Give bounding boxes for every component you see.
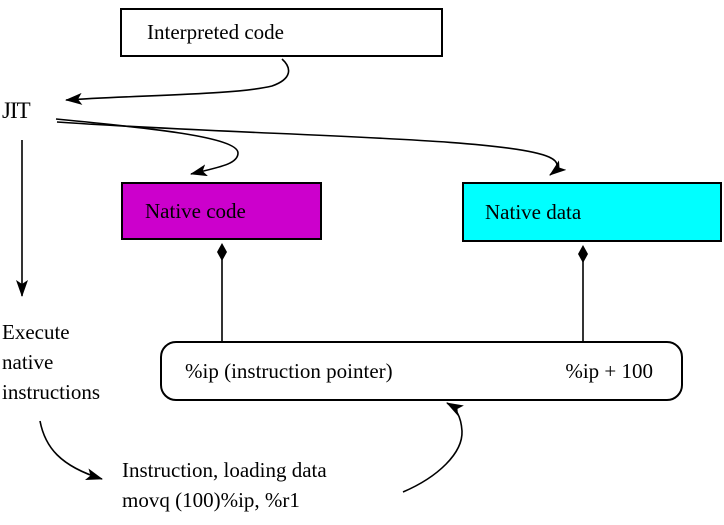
instruction-pointer-label: %ip (instruction pointer) (185, 358, 393, 383)
ip-plus-100-label: %ip + 100 (565, 358, 653, 383)
instruction-loading-label: Instruction, loading data movq (100)%ip,… (122, 455, 327, 515)
interpreted-code-box: Interpreted code (120, 8, 443, 57)
native-data-label: Native data (485, 199, 582, 224)
native-code-box: Native code (121, 182, 322, 240)
execute-line-2: native (2, 350, 54, 374)
interpreted-code-label: Interpreted code (147, 20, 285, 44)
instruction-line-2: movq (100)%ip, %r1 (122, 488, 300, 512)
instruction-line-1: Instruction, loading data (122, 458, 327, 482)
arrow-jit-to-native-data (56, 121, 567, 176)
diamond-native-data (578, 245, 588, 263)
native-code-label: Native code (145, 198, 246, 223)
arrow-instruction-to-pointer-box (402, 402, 464, 493)
execute-line-1: Execute (2, 320, 70, 344)
diamond-native-code (217, 243, 227, 261)
arrow-execute-to-instruction (39, 420, 103, 480)
instruction-pointer-box: %ip (instruction pointer) %ip + 100 (160, 341, 683, 401)
execute-line-3: instructions (2, 380, 100, 404)
native-data-box: Native data (462, 182, 722, 242)
jit-label: JIT (2, 98, 31, 123)
execute-native-instructions-label: Execute native instructions (2, 317, 100, 407)
arrow-interpreted-to-jit (65, 58, 290, 105)
arrow-jit-to-native-code (55, 118, 239, 177)
